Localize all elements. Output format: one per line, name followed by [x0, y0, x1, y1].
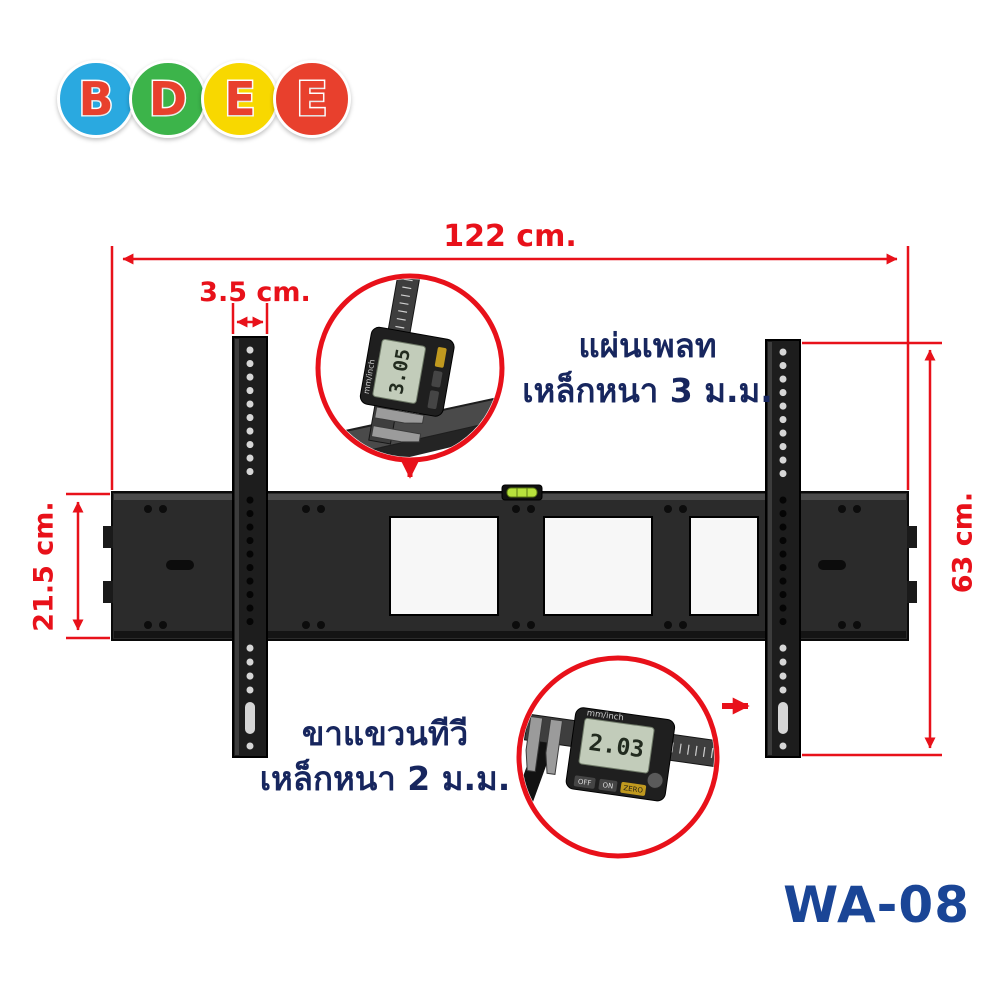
dim-overall-width-label: 122 cm.: [443, 219, 577, 254]
caliper-lcd: [578, 717, 655, 774]
caliper-fixed-jaw: [525, 715, 544, 773]
arm-callout-caption: ขาแขวนทีวี เหล็กหนา 2 ม.ม.: [250, 712, 520, 801]
dim-arm-width-label: 3.5 cm.: [199, 277, 311, 308]
plate-callout-caption: แผ่นเพลท เหล็กหนา 3 ม.ม.: [505, 324, 790, 413]
plate-callout-line2: เหล็กหนา 3 ม.ม.: [522, 370, 773, 410]
measured-plate-face: [328, 420, 499, 457]
dimension-overall-width: [110, 246, 910, 490]
right-arm: [765, 339, 801, 758]
dimension-arm-height: [802, 341, 942, 757]
dim-arm-height-label: 63 cm.: [947, 491, 979, 594]
caliper-lcd: [372, 338, 426, 404]
caliper-sliding-jaw: [545, 718, 564, 775]
bubble-level: [501, 484, 543, 501]
arm-thickness-caliper: 2.03 mm/inch OFF ON ZERO: [522, 707, 714, 853]
caliper-button-off: OFF: [577, 778, 592, 788]
left-arm: [232, 336, 268, 758]
logo-letter-e2: E: [295, 72, 329, 126]
plate-holes: [144, 505, 861, 629]
plate-bottom-edge: [114, 631, 906, 638]
caliper-fixed-jaw: [370, 425, 422, 443]
plate-thickness-caliper: 3.05 mm/inch: [321, 279, 499, 457]
brand-logo: B D E E: [57, 60, 351, 138]
caliper-button-on: ON: [602, 781, 614, 790]
plate-cutouts: [389, 516, 759, 616]
arm-callout-line2: เหล็กหนา 2 ม.ม.: [259, 758, 511, 798]
logo-circle-2: D: [129, 60, 207, 138]
dim-plate-height-label: 21.5 cm.: [28, 501, 60, 632]
caliper-sliding-jaw: [374, 406, 425, 424]
caliper-button-zero: ZERO: [623, 784, 644, 795]
plate-callout-line1: แผ่นเพลท: [578, 326, 717, 365]
logo-letter-b: B: [77, 72, 115, 126]
dimension-arm-width: [231, 303, 269, 334]
model-number: WA-08: [783, 876, 970, 934]
logo-letter-d: D: [147, 72, 188, 126]
arm-callout-line1: ขาแขวนทีวี: [301, 714, 469, 753]
logo-letter-e1: E: [223, 72, 257, 126]
dimension-plate-height: [66, 492, 110, 640]
caliper-thumb-wheel: [646, 771, 664, 789]
logo-circle-1: B: [57, 60, 135, 138]
logo-circle-4: E: [273, 60, 351, 138]
plate-side-tabs: [103, 526, 917, 603]
